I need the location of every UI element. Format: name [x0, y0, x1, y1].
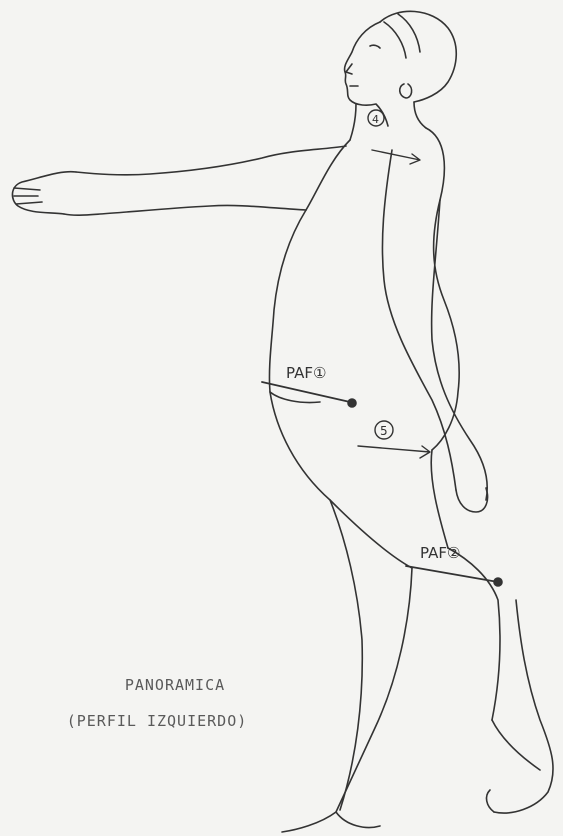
eye — [370, 45, 380, 48]
knee-arrow — [406, 566, 498, 582]
caption-title: PANORAMICA — [10, 676, 340, 694]
ear — [400, 84, 412, 98]
neck-arrow — [372, 150, 420, 164]
arm-lower — [64, 205, 306, 215]
thigh-arrow — [358, 446, 430, 458]
inner-leg — [330, 500, 362, 810]
waist-label: PAF① — [286, 364, 326, 382]
front-shin-front — [336, 568, 412, 812]
waist-arrow — [262, 382, 350, 402]
caption-subtitle: (PERFIL IZQUIERDO) — [0, 712, 322, 730]
rear-hand — [456, 488, 488, 512]
rear-arm-inner — [432, 200, 488, 500]
knee-dot — [494, 578, 502, 586]
rear-foot — [487, 790, 494, 812]
neck-marker-text: 4 — [372, 113, 379, 126]
front-thigh — [270, 392, 412, 568]
waist-dot — [348, 399, 356, 407]
front-foot — [282, 812, 380, 832]
rear-arm-outline — [382, 150, 456, 490]
thigh-marker-text: 5 — [380, 424, 388, 438]
neck-back — [414, 102, 426, 128]
nose-mouth — [346, 64, 358, 86]
knee-label: PAF② — [420, 544, 460, 562]
back-outline — [426, 128, 459, 450]
neck-front — [350, 104, 356, 140]
arm-upper — [76, 146, 346, 175]
rear-leg-front — [492, 720, 540, 770]
hand-fingers — [14, 188, 42, 204]
rear-leg-back — [494, 600, 553, 813]
hair-lines — [384, 14, 420, 58]
hair-outline — [380, 11, 456, 102]
hand — [12, 172, 76, 214]
buttock — [431, 450, 448, 548]
